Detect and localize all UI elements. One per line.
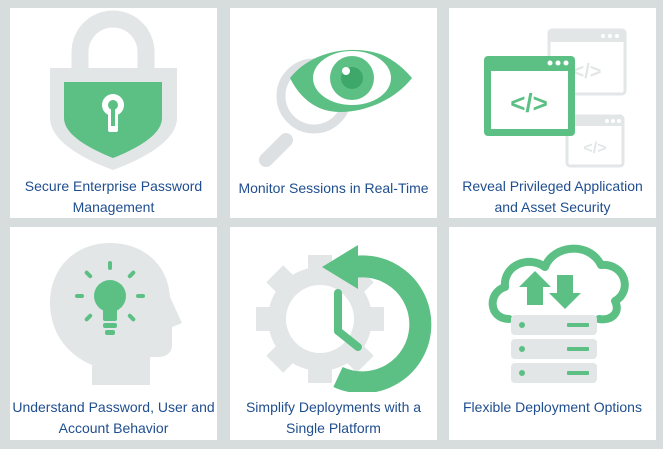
feature-card-password-behavior[interactable]: Understand Password, User and Account Be… xyxy=(10,227,217,440)
feature-card-monitor-sessions[interactable]: Monitor Sessions in Real-Time xyxy=(230,8,437,218)
feature-card-simplify-deployments[interactable]: Simplify Deployments with a Single Platf… xyxy=(230,227,437,440)
gear-refresh-clock-icon xyxy=(256,245,432,392)
svg-text:</>: </> xyxy=(573,61,602,83)
padlock-shield-icon xyxy=(50,10,177,170)
card-label: Secure Enterprise Password Management xyxy=(24,178,203,215)
feature-card-password-management[interactable]: Secure Enterprise Password Management xyxy=(10,8,217,218)
feature-card-deployment-options[interactable]: Flexible Deployment Options xyxy=(449,227,656,440)
feature-card-application-security[interactable]: </> </> </> Reveal Privileged Applicatio… xyxy=(449,8,656,218)
card-label: Simplify Deployments with a Single Platf… xyxy=(245,399,422,436)
svg-text:</>: </> xyxy=(510,88,548,118)
cloud-servers-icon xyxy=(488,244,629,383)
card-label: Flexible Deployment Options xyxy=(463,399,642,415)
magnifier-eye-icon xyxy=(259,49,412,167)
svg-text:</>: </> xyxy=(583,140,606,157)
card-label: Reveal Privileged Application and Asset … xyxy=(462,178,643,215)
head-lightbulb-icon xyxy=(50,243,182,385)
card-label: Monitor Sessions in Real-Time xyxy=(238,180,429,196)
card-label: Understand Password, User and Account Be… xyxy=(12,399,215,436)
code-windows-icon: </> </> </> xyxy=(484,28,627,168)
